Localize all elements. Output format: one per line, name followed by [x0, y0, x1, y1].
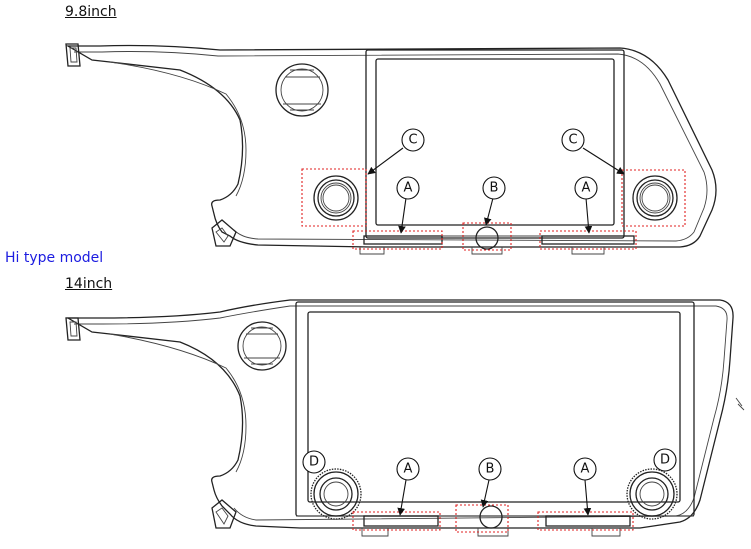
top-size-label: 9.8inch: [65, 4, 117, 20]
top-zone-c-right: [621, 169, 686, 227]
callout-label: D: [660, 453, 670, 468]
top-vent: [275, 63, 329, 117]
bottom-left-knob: [310, 468, 362, 520]
callout-label: C: [408, 133, 417, 148]
bottom-zone-a-right: [537, 511, 634, 531]
callout-label: A: [582, 181, 591, 196]
callout-label: C: [568, 133, 577, 148]
top-screen-bezel: [365, 49, 625, 239]
callout-label: A: [404, 181, 413, 196]
bottom-vent: [237, 321, 287, 371]
top-zone-a-left: [352, 230, 443, 250]
callout-label: A: [404, 462, 413, 477]
bottom-size-label: 14inch: [65, 276, 113, 292]
bottom-callout-b: B: [478, 457, 502, 508]
bottom-callout-d-left: D: [302, 450, 326, 474]
top-callout-a-left: A: [396, 176, 420, 234]
callout-label: B: [486, 462, 495, 477]
model-label: Hi type model: [5, 250, 104, 266]
top-callout-a-right: A: [574, 176, 598, 234]
top-callout-c-right: C: [561, 128, 625, 175]
bottom-housing-outline: [65, 299, 734, 529]
callout-label: A: [581, 462, 590, 477]
bottom-screen: [307, 311, 681, 503]
top-left-knob: [313, 175, 359, 221]
bottom-callout-a-right: A: [573, 457, 597, 516]
top-callout-c-left: C: [367, 128, 425, 175]
bottom-callout-a-left: A: [396, 457, 420, 516]
bottom-callout-d-right: D: [653, 448, 677, 472]
bottom-right-knob: [626, 468, 678, 520]
top-screen: [375, 58, 615, 226]
unit-14-inch: D D A B A: [65, 299, 745, 537]
top-callout-b: B: [482, 176, 506, 226]
top-right-knob: [632, 175, 678, 221]
callout-label: D: [309, 455, 319, 470]
unit-9-8-inch: C C A B A: [65, 43, 717, 255]
callout-label: B: [490, 181, 499, 196]
top-housing-outline: [65, 44, 717, 248]
bottom-zone-a-left: [352, 511, 441, 531]
top-zone-c-left: [301, 168, 367, 227]
